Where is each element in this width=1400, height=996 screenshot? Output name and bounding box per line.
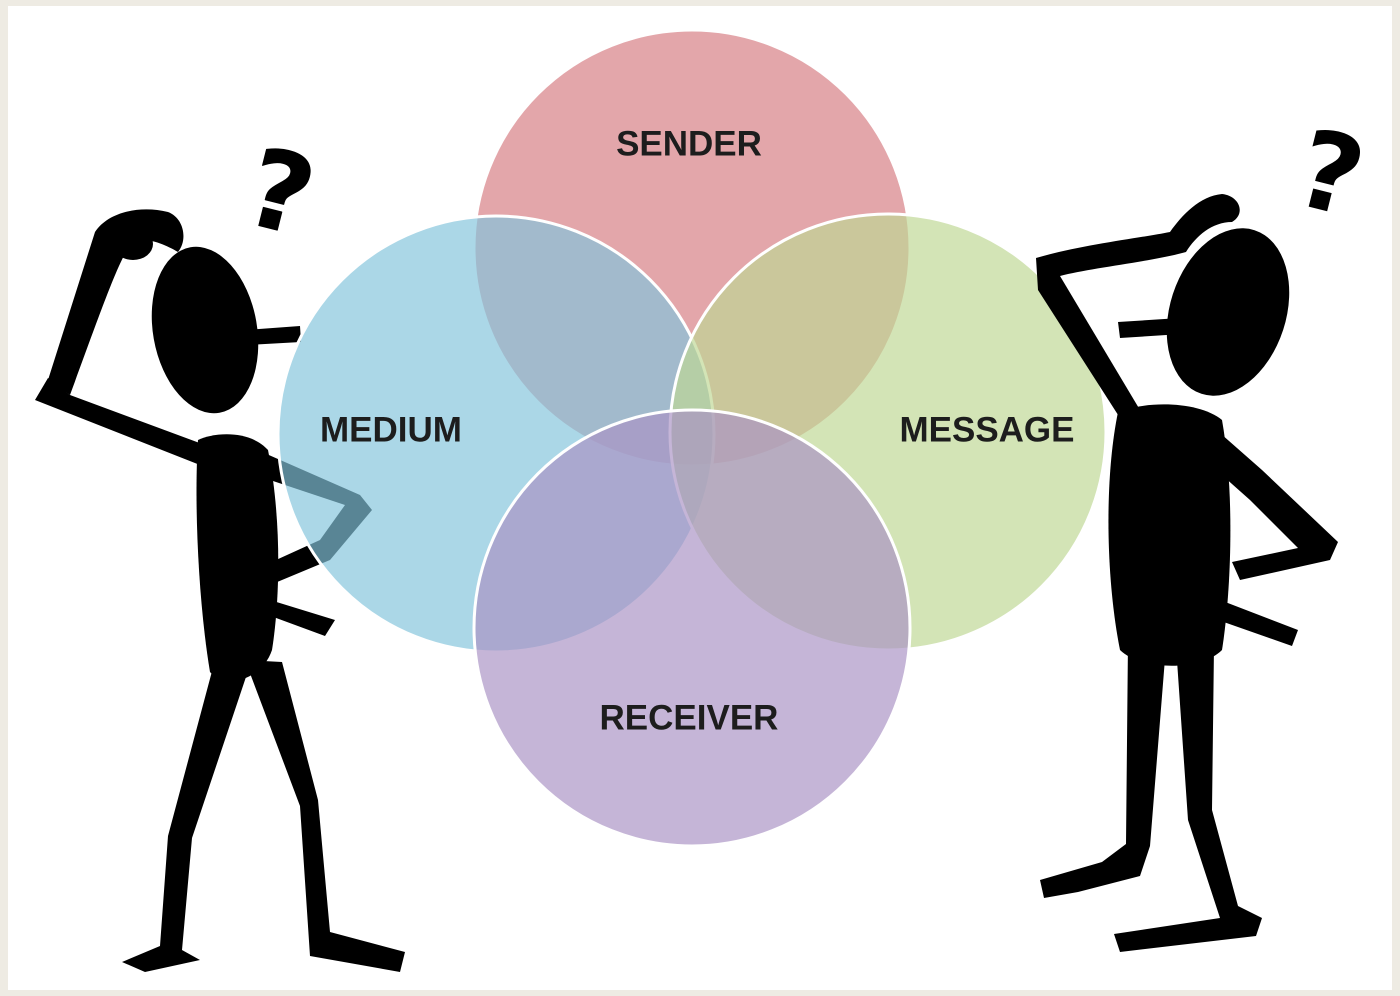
right-question-mark-icon: ?	[1285, 106, 1376, 242]
message-label: MESSAGE	[899, 410, 1074, 449]
venn-diagram-canvas: ? SENDER MEDIUM MESSAGE RECEIVER	[35, 28, 1376, 972]
right-thinking-figure: ?	[1036, 106, 1376, 952]
venn-labels: SENDER MEDIUM MESSAGE RECEIVER	[320, 124, 1074, 737]
left-question-mark-icon: ?	[235, 125, 326, 261]
venn-circles	[276, 28, 1108, 848]
receiver-label: RECEIVER	[600, 698, 779, 737]
receiver-circle	[472, 408, 912, 848]
medium-label: MEDIUM	[320, 410, 462, 449]
diagram-frame: ? SENDER MEDIUM MESSAGE RECEIVER	[8, 6, 1392, 990]
sender-label: SENDER	[616, 124, 762, 163]
left-thinking-figure: ?	[35, 125, 405, 972]
